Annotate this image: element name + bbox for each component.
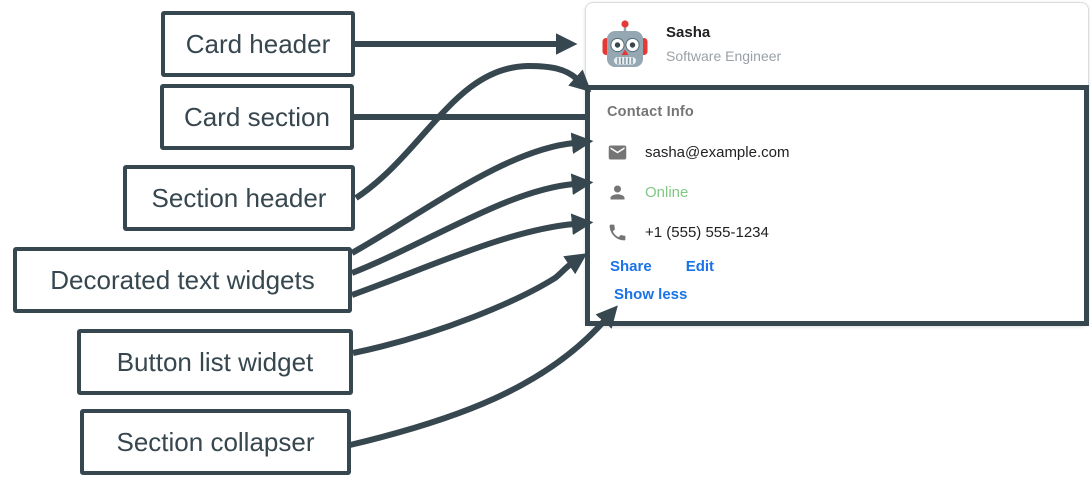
phone-text-widget: +1 (555) 555-1234	[607, 220, 769, 244]
robot-avatar-icon	[602, 20, 648, 67]
section-header-title: Contact Info	[607, 104, 694, 120]
profile-subtitle: Software Engineer	[666, 48, 782, 64]
profile-card: Sasha Software Engineer Contact Info sas…	[585, 2, 1089, 326]
email-text-widget: sasha@example.com	[607, 140, 789, 164]
button-list-arrow	[352, 253, 588, 356]
phone-text: +1 (555) 555-1234	[645, 223, 769, 241]
share-button[interactable]: Share	[610, 258, 652, 275]
card-header-text: Sasha Software Engineer	[666, 24, 781, 64]
label-section-header-text: Section header	[151, 183, 327, 213]
profile-name: Sasha	[666, 24, 711, 41]
status-text: Online	[645, 183, 689, 201]
email-text: sasha@example.com	[645, 143, 790, 161]
section-header-arrow	[354, 62, 592, 201]
label-decorated-text-widgets-text: Decorated text widgets	[50, 265, 315, 295]
phone-icon	[609, 224, 626, 240]
label-button-list-widget: Button list widget	[77, 329, 353, 395]
decorated-text-arrow-email	[350, 132, 594, 256]
decorated-text-arrow-phone	[350, 213, 594, 298]
label-button-list-widget-text: Button list widget	[116, 347, 314, 377]
section-collapser-arrow	[349, 305, 618, 448]
section-collapser-button[interactable]: Show less	[614, 286, 688, 303]
button-list-widget: Share Edit	[610, 258, 714, 275]
email-icon	[608, 145, 627, 159]
label-section-collapser: Section collapser	[80, 409, 351, 475]
person-icon	[610, 185, 625, 199]
card-section: Contact Info sasha@example.com Online +1…	[585, 85, 1089, 326]
label-card-section: Card section	[160, 84, 354, 150]
label-card-section-text: Card section	[184, 102, 330, 132]
edit-button[interactable]: Edit	[685, 258, 715, 275]
card-header: Sasha Software Engineer	[586, 3, 1088, 85]
status-text-widget: Online	[607, 180, 688, 204]
label-card-header: Card header	[161, 11, 355, 77]
label-card-header-text: Card header	[185, 29, 331, 59]
decorated-text-arrow-online	[350, 173, 594, 276]
label-section-collapser-text: Section collapser	[116, 427, 315, 457]
label-decorated-text-widgets: Decorated text widgets	[13, 247, 352, 313]
label-section-header: Section header	[123, 165, 355, 231]
